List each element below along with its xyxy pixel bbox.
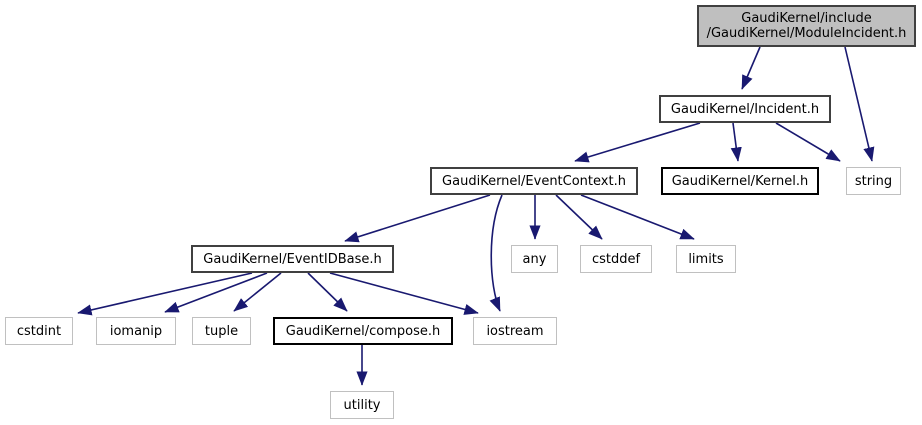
edge-incident-to-eventcontext [574,122,701,163]
node-event-context-h[interactable]: GaudiKernel/EventContext.h [430,167,638,195]
node-iomanip[interactable]: iomanip [96,317,176,345]
edge-eventidbase-to-cstdint [77,272,253,316]
edge-eventidbase-to-compose [307,272,348,312]
node-limits[interactable]: limits [676,245,736,273]
node-event-id-base-h[interactable]: GaudiKernel/EventIDBase.h [191,245,394,273]
edge-moduleincident-to-incident [741,46,761,90]
edge-eventidbase-to-tuple [233,272,282,312]
edge-moduleincident-to-string [844,46,875,162]
edge-eventcontext-to-eventidbase [344,194,491,243]
node-string[interactable]: string [846,167,901,195]
node-incident-h[interactable]: GaudiKernel/Incident.h [659,95,831,123]
node-cstdint[interactable]: cstdint [5,317,73,345]
node-compose-h[interactable]: GaudiKernel/compose.h [273,317,453,345]
edge-incident-to-kernel [730,122,742,162]
node-cstddef[interactable]: cstddef [580,245,652,273]
node-module-incident-h[interactable]: GaudiKernel/include /GaudiKernel/ModuleI… [697,5,916,47]
node-tuple[interactable]: tuple [192,317,251,345]
node-iostream[interactable]: iostream [473,317,557,345]
edge-eventidbase-to-iomanip [164,272,268,313]
edge-eventcontext-to-cstddef [555,194,603,240]
node-kernel-h[interactable]: GaudiKernel/Kernel.h [661,167,819,195]
edge-eventidbase-to-iostream [329,272,479,315]
node-utility[interactable]: utility [330,391,394,419]
node-any[interactable]: any [511,245,558,273]
edge-incident-to-string [775,122,841,162]
edge-eventcontext-to-iostream [489,194,503,312]
edge-eventcontext-to-limits [580,194,695,240]
